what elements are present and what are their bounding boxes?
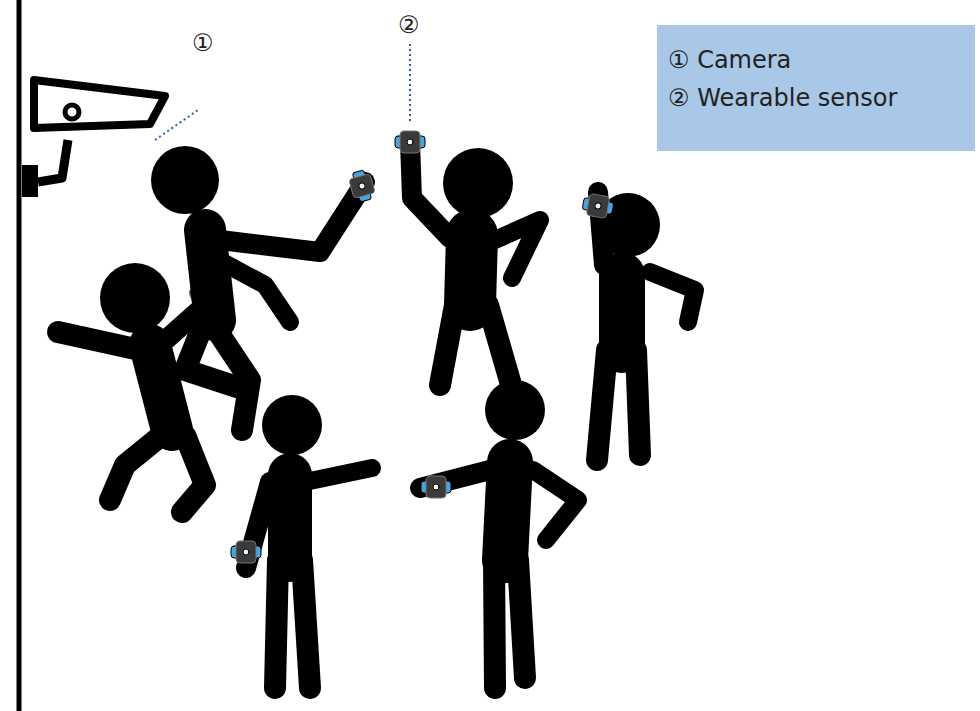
person-figure	[420, 380, 578, 688]
person-figure	[231, 395, 372, 688]
person-figure	[151, 146, 377, 430]
wall-line	[17, 0, 22, 711]
legend-entry: ② Wearable sensor	[668, 85, 897, 111]
callout-number: ①	[192, 30, 214, 56]
legend-entry: ① Camera	[668, 47, 791, 73]
person-figure	[395, 131, 540, 388]
callout-number: ②	[398, 12, 420, 38]
camera-symbol	[22, 80, 165, 197]
legend-box	[657, 25, 975, 151]
leader-line	[409, 44, 411, 124]
person-figures	[58, 131, 695, 688]
person-figure	[581, 192, 695, 460]
leader-line	[155, 110, 198, 140]
